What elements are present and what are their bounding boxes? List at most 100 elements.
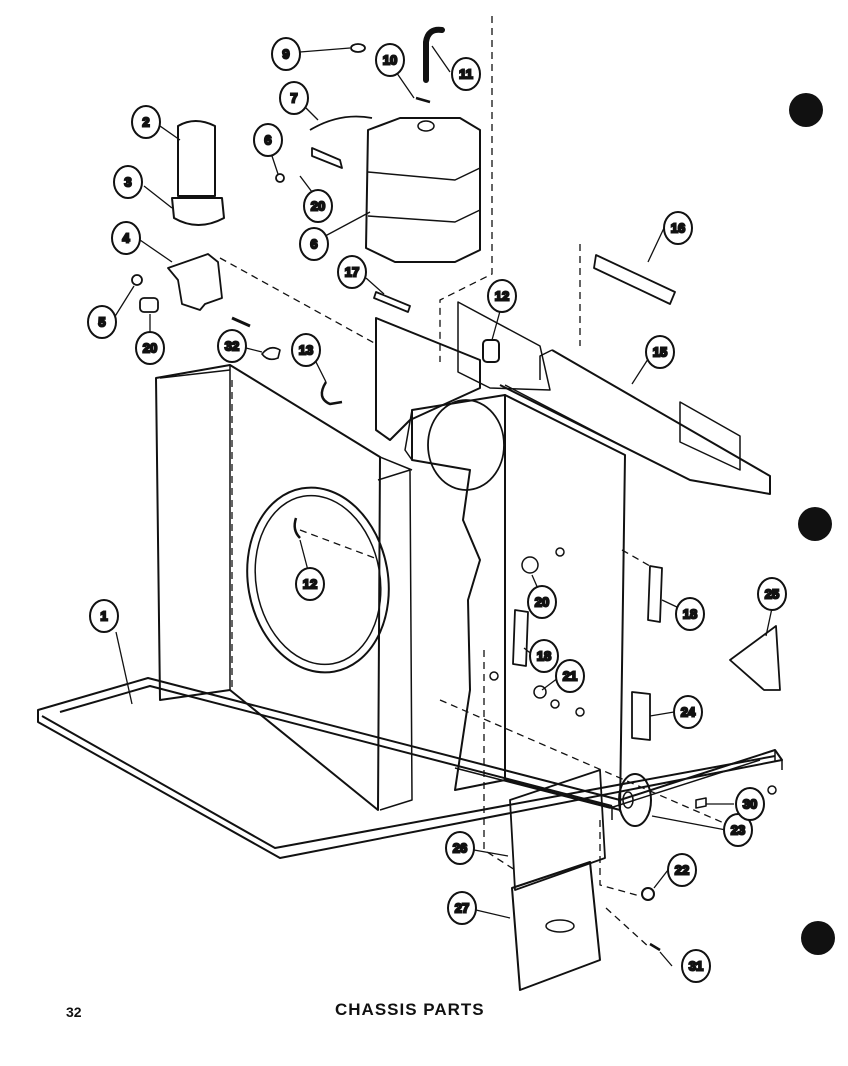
svg-text:2: 2	[142, 115, 149, 130]
svg-text:10: 10	[383, 53, 397, 68]
svg-text:15: 15	[653, 345, 667, 360]
callout-13: 13	[291, 333, 321, 367]
callout-26: 26	[445, 831, 475, 865]
nut-part-22	[641, 887, 655, 901]
callout-32: 32	[217, 329, 247, 363]
callout-22: 22	[667, 853, 697, 887]
clip-part-20	[139, 297, 159, 313]
svg-text:16: 16	[671, 221, 685, 236]
callout-18-center: 18	[529, 639, 559, 673]
mounting-bracket	[167, 253, 223, 311]
guard-assembly	[171, 120, 225, 226]
nut-part-6	[275, 173, 285, 183]
callout-12-top: 12	[487, 279, 517, 313]
svg-text:32: 32	[225, 339, 239, 354]
water-tank	[365, 117, 481, 263]
svg-text:3: 3	[124, 175, 131, 190]
rear-shroud	[375, 301, 551, 441]
svg-text:31: 31	[689, 959, 703, 974]
bracket-part-24	[631, 691, 651, 741]
cap-part-9	[350, 43, 366, 53]
screw	[231, 316, 251, 328]
grommet-part-12-right	[482, 339, 500, 363]
callout-21: 21	[555, 659, 585, 693]
assembly-lines	[219, 16, 741, 949]
left-partition	[155, 364, 413, 811]
pulley-hub	[622, 791, 634, 809]
access-panel-part-27	[511, 861, 601, 991]
callout-25: 25	[757, 577, 787, 611]
grommet-part-12-left	[293, 517, 301, 539]
base-pan	[37, 677, 783, 859]
callouts: 1 2 3 4 5 6 6 7 9 10 11 12 12 13 15 16 1…	[87, 37, 787, 983]
callout-20-tank: 20	[303, 189, 333, 223]
svg-text:27: 27	[455, 901, 469, 916]
diagram-title: CHASSIS PARTS	[335, 1000, 485, 1019]
svg-text:4: 4	[122, 231, 130, 246]
svg-text:30: 30	[743, 797, 757, 812]
svg-text:20: 20	[535, 595, 549, 610]
screw-part-31	[649, 942, 661, 952]
page-number: 32	[66, 1004, 82, 1020]
svg-text:13: 13	[299, 343, 313, 358]
callout-17: 17	[337, 255, 367, 289]
callout-10: 10	[375, 43, 405, 77]
bracket-part-17	[373, 291, 411, 313]
callout-27: 27	[447, 891, 477, 925]
clamp-part-32	[261, 346, 281, 361]
callout-6-upper: 6	[253, 123, 283, 157]
svg-text:18: 18	[683, 607, 697, 622]
hose	[423, 26, 445, 83]
callout-7: 7	[279, 81, 309, 115]
binder-hole-bottom	[801, 921, 835, 955]
svg-text:6: 6	[264, 133, 271, 148]
svg-text:12: 12	[495, 289, 509, 304]
panel-cutout	[545, 919, 575, 933]
nut-part-5	[131, 274, 143, 286]
svg-text:24: 24	[681, 705, 696, 720]
svg-text:26: 26	[453, 841, 467, 856]
callout-12-ring: 12	[295, 567, 325, 601]
svg-text:20: 20	[311, 199, 325, 214]
bracket-part-18-lower	[512, 609, 529, 667]
right-side-panel	[489, 384, 631, 811]
svg-text:17: 17	[345, 265, 359, 280]
callout-20-panel: 20	[527, 585, 557, 619]
tank-strap	[309, 115, 373, 169]
bracket-part-25	[729, 625, 781, 691]
svg-text:23: 23	[731, 823, 745, 838]
callout-15: 15	[645, 335, 675, 369]
callout-1: 1	[89, 599, 119, 633]
svg-text:25: 25	[765, 587, 779, 602]
callout-24: 24	[673, 695, 703, 729]
svg-text:5: 5	[98, 315, 105, 330]
pulley-part-23	[618, 773, 652, 827]
center-partition	[404, 394, 506, 791]
svg-text:20: 20	[143, 341, 157, 356]
callout-3: 3	[113, 165, 143, 199]
svg-text:7: 7	[290, 91, 297, 106]
binder-hole-middle	[798, 507, 832, 541]
callout-11: 11	[451, 57, 481, 91]
bracket-part-18-upper	[647, 565, 663, 623]
bracket-part-16	[593, 254, 676, 305]
upper-rail	[499, 349, 771, 495]
svg-text:12: 12	[303, 577, 317, 592]
access-panel-part-26	[509, 769, 606, 891]
leader-lines	[113, 45, 773, 967]
washer-part-10	[415, 96, 431, 104]
svg-text:18: 18	[537, 649, 551, 664]
svg-text:9: 9	[282, 47, 289, 62]
callout-20-bracket: 20	[135, 331, 165, 365]
grommet-part-13	[320, 381, 343, 406]
callout-31: 31	[681, 949, 711, 983]
callout-4: 4	[111, 221, 141, 255]
callout-9: 9	[271, 37, 301, 71]
callout-16: 16	[663, 211, 693, 245]
svg-text:6: 6	[310, 237, 317, 252]
svg-text:1: 1	[100, 609, 107, 624]
callout-30: 30	[735, 787, 765, 821]
svg-text:22: 22	[675, 863, 689, 878]
callout-5: 5	[87, 305, 117, 339]
